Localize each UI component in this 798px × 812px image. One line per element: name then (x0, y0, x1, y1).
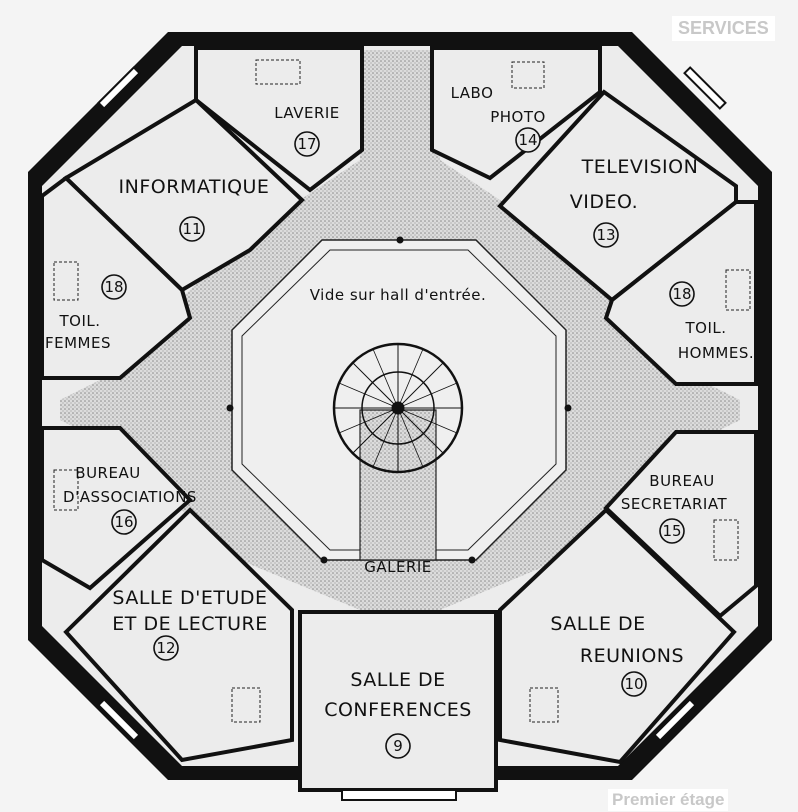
salle-etude-label-2: ET DE LECTURE (112, 613, 267, 635)
toil-femmes-label-2: FEMMES (45, 334, 111, 352)
salle-conferences-label-2: CONFERENCES (324, 699, 472, 721)
informatique-label: INFORMATIQUE (119, 176, 270, 198)
bureau-secretariat-number: 15 (662, 522, 681, 540)
salle-conferences-label-1: SALLE DE (350, 669, 445, 691)
salle-etude-number: 12 (156, 639, 175, 657)
room-number-badge (101, 274, 127, 300)
toil-hommes-label-1: TOIL. (684, 319, 726, 337)
central-void (231, 239, 567, 561)
room-number-badge (659, 518, 685, 544)
services-title: SERVICES (672, 16, 775, 41)
spiral-staircase (332, 342, 464, 474)
bureau-associations-number: 16 (114, 513, 133, 531)
room-number-badge (385, 733, 411, 759)
gallery-strip (359, 409, 437, 561)
room-number-badge (515, 127, 541, 153)
toil-femmes-number: 18 (104, 278, 123, 296)
room-number-badge (669, 281, 695, 307)
room-number-badge (593, 222, 619, 248)
bureau-secretariat-label-1: BUREAU (649, 472, 714, 490)
laverie-number: 17 (297, 135, 316, 153)
salle-reunions-label-2: REUNIONS (580, 645, 684, 667)
laverie-label: LAVERIE (274, 104, 340, 122)
labo-photo-label-2: PHOTO (490, 108, 546, 126)
window-marks (97, 66, 727, 801)
television-number: 13 (596, 226, 615, 244)
labo-photo-label-1: LABO (451, 84, 494, 102)
toil-femmes-label-1: TOIL. (58, 312, 100, 330)
floor-label: Premier étage (608, 789, 729, 811)
room-number-badge (294, 131, 320, 157)
room-number-badge (153, 635, 179, 661)
salle-etude-label-1: SALLE D'ETUDE (112, 587, 267, 609)
toil-hommes-label-2: HOMMES. (678, 344, 754, 362)
television-label-1: TELEVISION (581, 156, 699, 178)
salle-reunions-label-1: SALLE DE (550, 613, 645, 635)
room-number-badge (111, 509, 137, 535)
bureau-associations-label-2: D'ASSOCIATIONS (63, 488, 197, 506)
television-label-2: VIDEO. (570, 191, 638, 213)
salle-reunions-number: 10 (624, 675, 643, 693)
furniture-sketches (53, 59, 751, 723)
toil-hommes-number: 18 (672, 285, 691, 303)
room-number-badge (621, 671, 647, 697)
labo-photo-number: 14 (518, 131, 537, 149)
bureau-secretariat-label-2: SECRETARIAT (621, 495, 728, 513)
gallery-label: GALERIE (364, 558, 432, 576)
salle-conferences-number: 9 (393, 737, 403, 755)
columns (226, 236, 572, 564)
central-void-label: Vide sur hall d'entrée. (310, 286, 487, 304)
bureau-associations-label-1: BUREAU (75, 464, 140, 482)
room-partitions (40, 46, 758, 792)
room-number-badge (179, 216, 205, 242)
informatique-number: 11 (182, 220, 201, 238)
